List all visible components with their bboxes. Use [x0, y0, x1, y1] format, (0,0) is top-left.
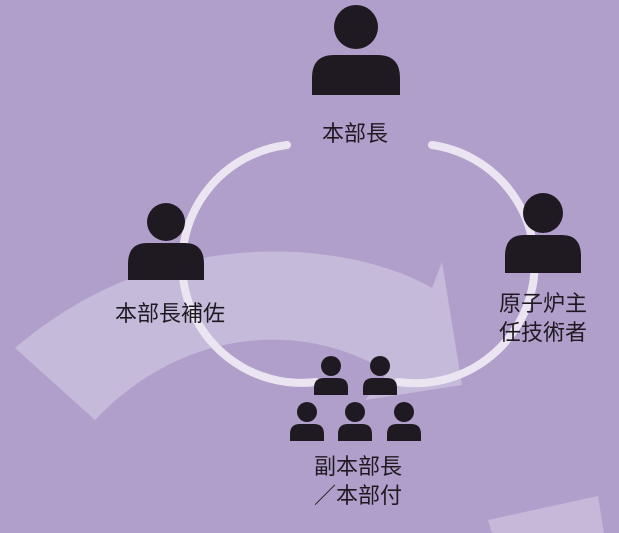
label-honbucho: 本部長: [321, 122, 388, 147]
label-line: 任技術者: [498, 321, 587, 346]
background-shape: [488, 496, 604, 533]
label-genshiro-shunin-gijutsusha: 原子炉主 任技術者: [470, 290, 616, 348]
bottom-group-icon: [290, 356, 421, 441]
label-line: 原子炉主: [498, 292, 587, 317]
label-honbucho-hosa: 本部長補佐: [114, 302, 225, 327]
right-person-icon: [505, 193, 581, 273]
cycle-arc-right: [394, 141, 539, 388]
label-line: 副本部長: [313, 455, 402, 480]
label-line: ／本部付: [313, 484, 402, 509]
top-person-icon: [312, 5, 400, 95]
left-person-icon: [128, 203, 204, 280]
background-arrow: [15, 251, 462, 420]
label-fuku-honbucho: 副本部長 ／本部付: [290, 453, 426, 511]
